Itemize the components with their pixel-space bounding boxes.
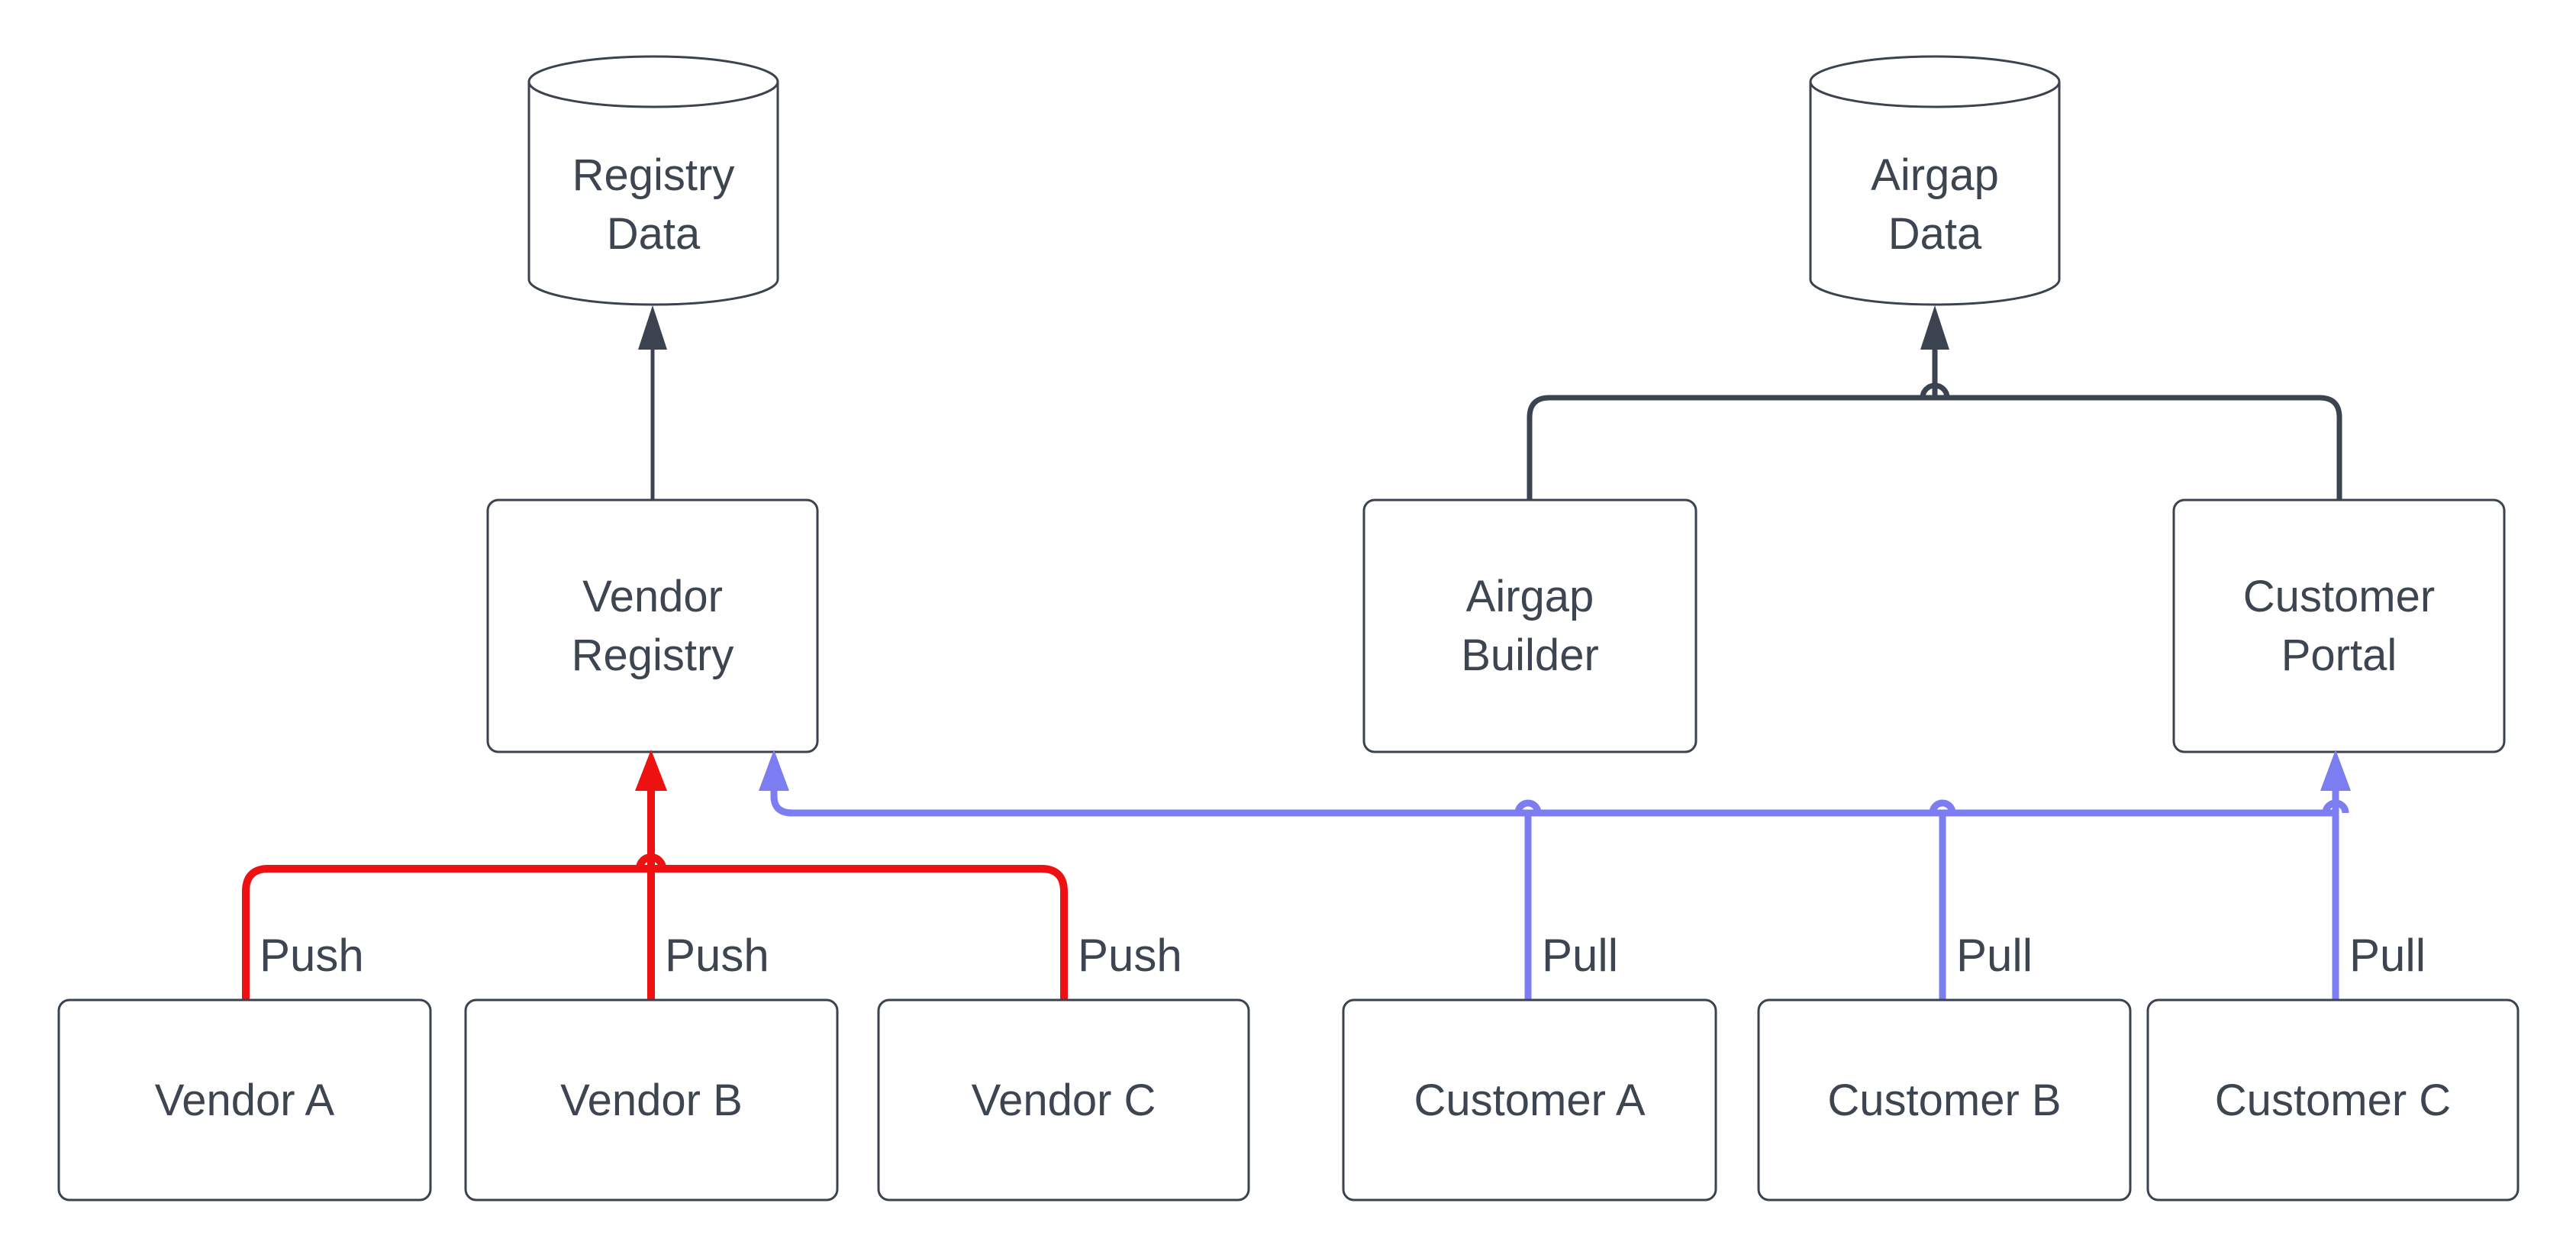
node-customer-c-shape <box>2146 998 2520 1202</box>
arrowhead-blue-to-vendor-registry <box>759 750 789 791</box>
arrowhead-blue-to-customer-portal <box>2320 750 2351 791</box>
node-vendor-c-shape <box>877 998 1250 1202</box>
node-vendor-a-shape <box>57 998 432 1202</box>
junction-bump-blue-customer-b <box>1929 799 1956 814</box>
arrowhead-to-airgap-data <box>1920 305 1949 350</box>
node-airgap-data-cylinder-top <box>1809 55 2061 108</box>
node-customer-a-shape <box>1342 998 1717 1202</box>
node-vendor-registry-shape <box>486 498 819 753</box>
arrowhead-to-registry-data <box>638 305 667 350</box>
node-customer-portal-shape <box>2172 498 2506 753</box>
junction-bump-blue-customer-c <box>2322 799 2349 814</box>
node-registry-data-cylinder-body <box>527 82 779 306</box>
node-vendor-b-shape <box>464 998 839 1202</box>
edge-builder-portal-trunk-to-airgap-data <box>1527 395 2342 500</box>
junction-bump-dark-trunk <box>1920 382 1950 398</box>
edge-vendor-c-push <box>655 865 1068 1000</box>
node-airgap-builder-shape <box>1362 498 1697 753</box>
junction-bump-blue-customer-a <box>1514 799 1542 814</box>
arrowhead-red-to-vendor-registry <box>635 750 667 791</box>
junction-bump-red-trunk <box>636 853 666 869</box>
edge-pull-trunk-to-vendor-registry <box>770 789 2336 817</box>
node-customer-b-shape <box>1757 998 2132 1202</box>
node-registry-data-cylinder-top <box>527 55 779 108</box>
edge-vendor-a-push <box>242 865 647 1000</box>
node-airgap-data-cylinder-body <box>1809 82 2061 306</box>
